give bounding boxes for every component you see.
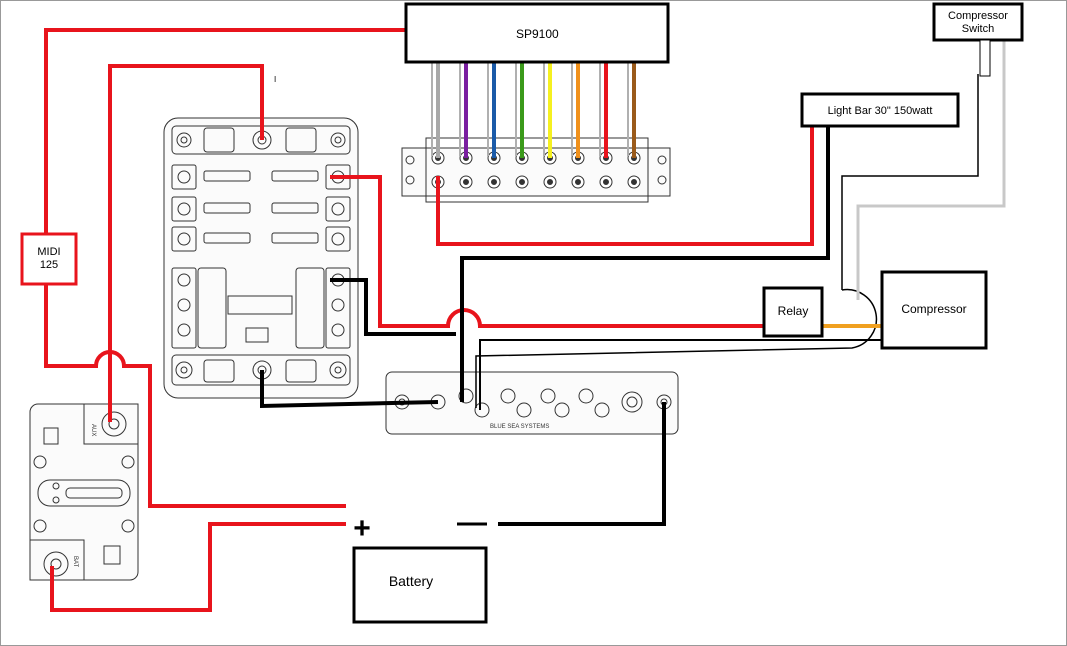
compressor-switch-label-2: Switch [962,23,994,35]
wire-sp9100-to-lightbar [436,126,814,246]
wire-breaker-to-fuseblock [108,64,264,422]
terminal-strip [401,137,671,203]
wire-compressor-ground [479,339,882,410]
relay-box: Relay [762,286,824,338]
midi-label-1: MIDI [37,246,60,258]
midi-box: MIDI 125 [20,232,78,286]
strip-screw-center-5-2 [547,179,553,185]
wire-fuse-to-relay [330,175,764,328]
midi-label-2: 125 [40,259,58,271]
bus-bar [385,371,679,435]
battery-plus-symbol: + [353,512,371,545]
circuit-breaker [29,403,139,581]
compressor-label: Compressor [901,302,966,316]
compressor-box: Compressor [880,270,988,350]
wire-busbar-to-battery [498,402,666,526]
strip-screw-center-2-2 [463,179,469,185]
battery-minus-symbol: — [457,506,487,539]
sp9100-box: SP9100 [404,2,670,64]
strip-screw-center-7-2 [603,179,609,185]
busbar-brand-text: BLUE SEA SYSTEMS [490,424,549,430]
compressor-switch-label-1: Compressor [948,10,1008,22]
wire-relay-ground [841,74,979,290]
battery-box: Battery [352,546,488,624]
battery-label: Battery [389,573,433,589]
wire-fuse-to-busbar-ground [330,278,456,336]
strip-screw-center-3-2 [491,179,497,185]
sp9100-label: SP9100 [516,27,559,41]
wire-lightbar-ground [460,126,830,402]
compressor-switch-box: Compressor Switch [932,2,1024,77]
strip-screw-center-6-2 [575,179,581,185]
breaker-aux-label: AUX [90,424,96,436]
strip-screw-center-8-2 [631,179,637,185]
strip-screw-center-4-2 [519,179,525,185]
light-bar-box: Light Bar 30" 150watt [800,92,960,128]
wire-sp9100-to-midi [44,28,406,234]
wire-compressor-switch [856,40,1006,300]
wire-relay-loop [475,288,878,408]
relay-label: Relay [778,304,809,318]
breaker-bat-label: BAT [72,556,78,568]
wire-battery-to-breaker [50,522,346,612]
fuse-block [163,117,359,399]
light-bar-label: Light Bar 30" 150watt [828,105,933,117]
tick-mark-text: I [274,75,276,84]
sp9100-leads [431,62,636,158]
wire-fuseblock-ground [260,370,439,409]
